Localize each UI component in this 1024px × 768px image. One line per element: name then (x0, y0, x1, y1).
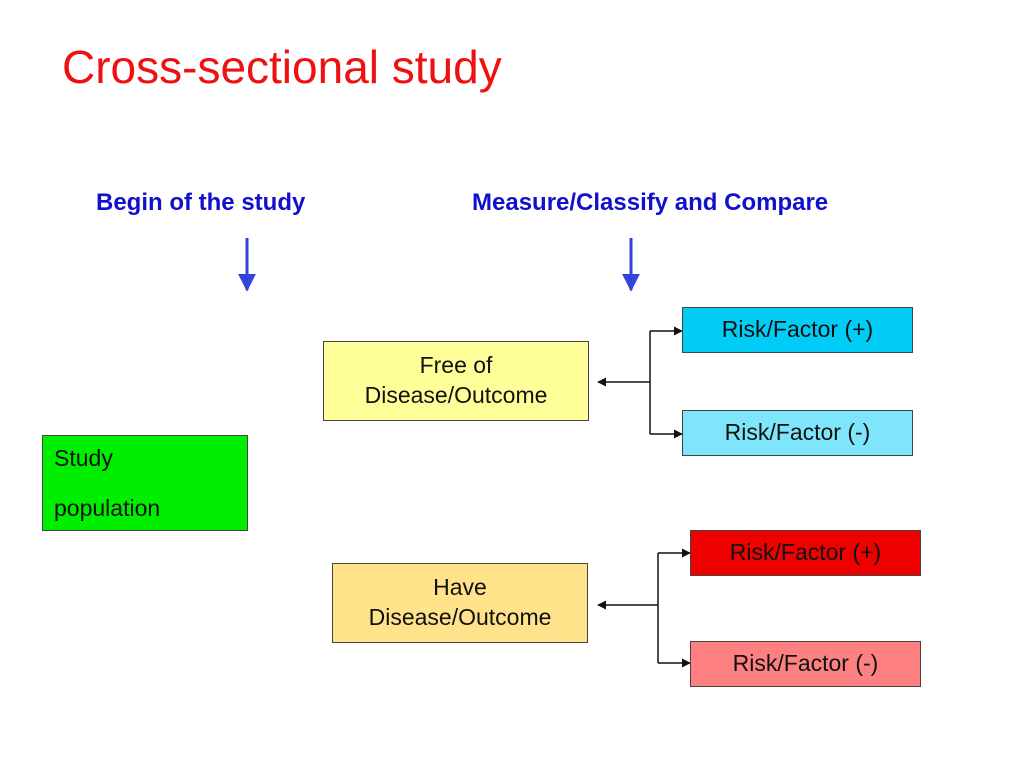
risk-factor-positive-free-label: Risk/Factor (+) (721, 316, 874, 343)
study-population-line2: population (54, 495, 161, 521)
phase-measure-label: Measure/Classify and Compare (472, 189, 829, 216)
have-disease-line2: Disease/Outcome (368, 604, 552, 630)
page-title: Cross-sectional study (62, 41, 502, 93)
bracket-have (597, 548, 691, 668)
study-population-line1: Study (54, 445, 113, 471)
phase-begin-label: Begin of the study (96, 189, 306, 216)
bracket-free (597, 326, 683, 439)
risk-factor-negative-free-box: Risk/Factor (-) (682, 410, 913, 456)
risk-factor-negative-have-label: Risk/Factor (-) (732, 650, 879, 677)
study-population-box: Study population (42, 435, 248, 531)
free-of-disease-line2: Disease/Outcome (364, 382, 548, 408)
free-of-disease-line1: Free of (419, 352, 493, 379)
free-of-disease-box: Free of Disease/Outcome (323, 341, 589, 421)
risk-factor-positive-have-box: Risk/Factor (+) (690, 530, 921, 576)
have-disease-line1: Have (433, 574, 487, 601)
risk-factor-positive-free-box: Risk/Factor (+) (682, 307, 913, 353)
risk-factor-negative-have-box: Risk/Factor (-) (690, 641, 921, 687)
risk-factor-negative-free-label: Risk/Factor (-) (724, 419, 871, 446)
risk-factor-positive-have-label: Risk/Factor (+) (729, 539, 882, 566)
have-disease-box: Have Disease/Outcome (332, 563, 588, 643)
